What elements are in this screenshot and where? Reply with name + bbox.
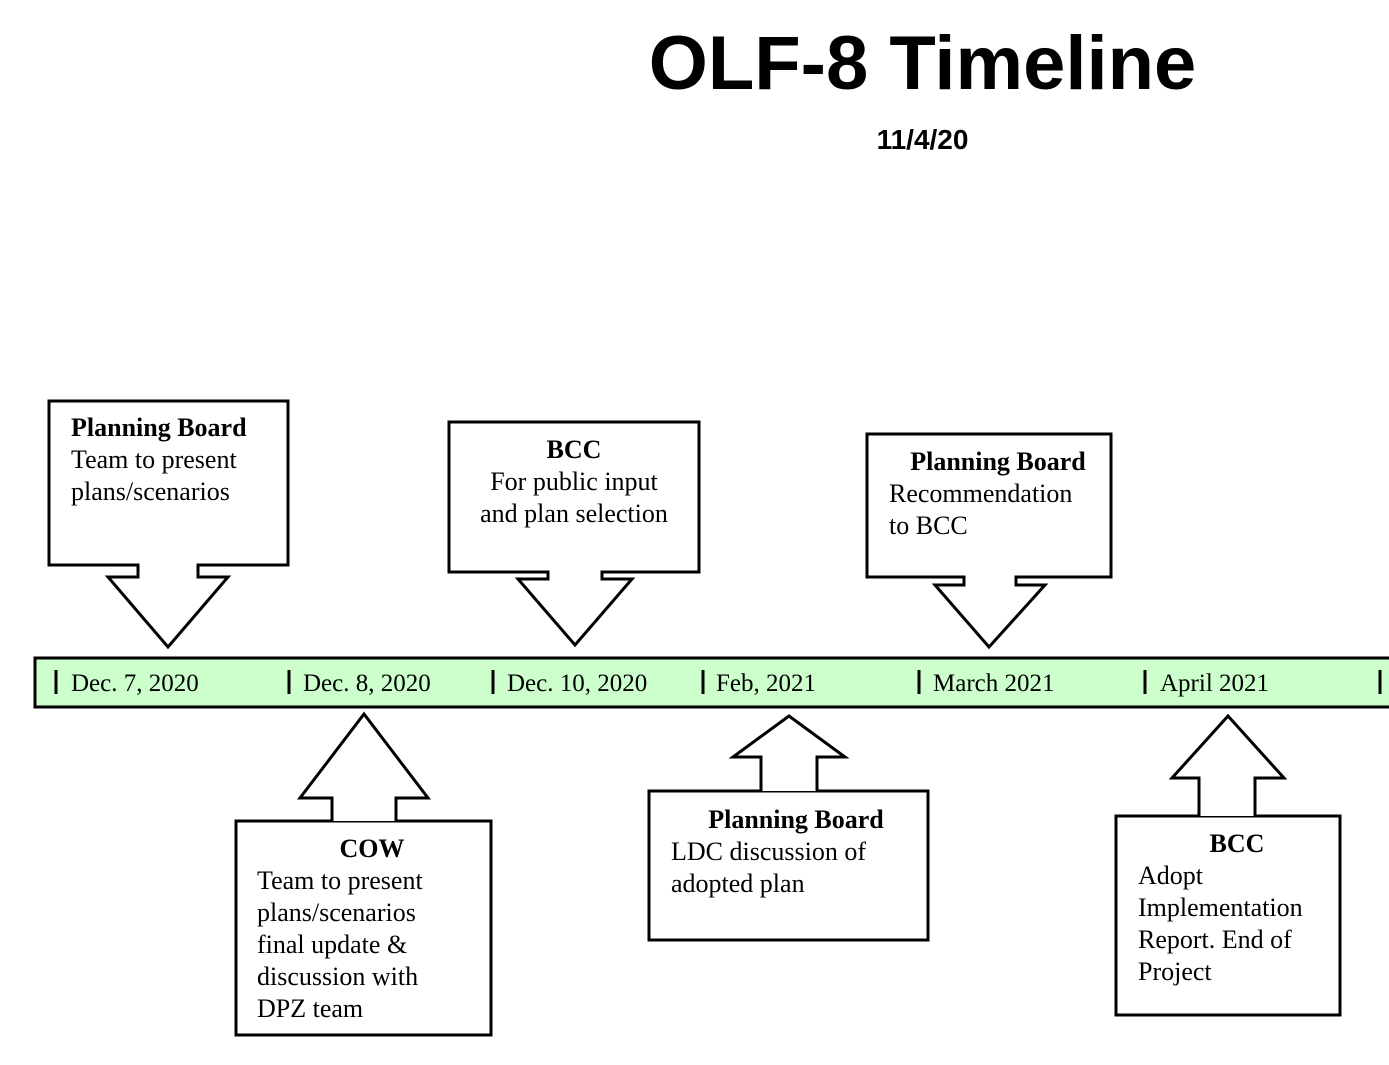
timeline-date: Dec. 7, 2020 [71, 670, 199, 697]
event-line: Implementation [1138, 893, 1303, 922]
event-line: Adopt [1138, 861, 1203, 890]
event-line: LDC discussion of [671, 837, 866, 866]
callout-arrow [296, 711, 432, 821]
event-heading: Planning Board [71, 413, 247, 442]
timeline-date: March 2021 [933, 670, 1055, 697]
callout-box [647, 789, 930, 942]
timeline-date: Feb, 2021 [716, 670, 816, 697]
event-line: Project [1138, 957, 1212, 986]
timeline-date: Dec. 10, 2020 [507, 670, 648, 697]
callout-box [234, 819, 493, 1037]
callout-arrow [1168, 713, 1288, 816]
event-line: Team to present [257, 866, 423, 895]
callout-box [447, 420, 701, 648]
event-line: For public input [490, 467, 658, 496]
event-text: BCC Adopt Implementation Report. End of … [1138, 828, 1336, 988]
page-date: 11/4/20 [876, 124, 969, 155]
event-line: to BCC [889, 511, 968, 540]
event-heading: BCC [546, 435, 602, 464]
event-text: COW Team to present plans/scenarios fina… [257, 833, 487, 1025]
event-line: Team to present [71, 445, 237, 474]
event-line: Recommendation [889, 479, 1073, 508]
event-text: Planning Board Team to present plans/sce… [71, 412, 281, 508]
event-line: plans/scenarios [71, 477, 230, 506]
timeline-date: April 2021 [1160, 670, 1270, 697]
event-heading: COW [339, 834, 405, 863]
event-heading: BCC [1209, 829, 1265, 858]
event-text: BCC For public input and plan selection [452, 434, 696, 530]
event-heading: Planning Board [708, 805, 884, 834]
callout-box [865, 432, 1113, 650]
event-line: discussion with [257, 962, 419, 991]
event-line: final update & [257, 930, 408, 959]
event-line: adopted plan [671, 869, 805, 898]
event-line: Report. End of [1138, 925, 1292, 954]
timeline-date: Dec. 8, 2020 [303, 670, 431, 697]
callout-box [47, 399, 290, 650]
event-line: plans/scenarios [257, 898, 416, 927]
event-heading: Planning Board [910, 447, 1086, 476]
event-text: Planning Board Recommendation to BCC [889, 446, 1107, 542]
page-title: OLF-8 Timeline [648, 21, 1197, 106]
timeline-band [33, 656, 1389, 709]
event-line: and plan selection [480, 499, 668, 528]
callout-arrow [728, 714, 850, 791]
event-line: DPZ team [257, 994, 364, 1023]
event-text: Planning Board LDC discussion of adopted… [671, 804, 921, 900]
callout-box [1114, 814, 1342, 1017]
